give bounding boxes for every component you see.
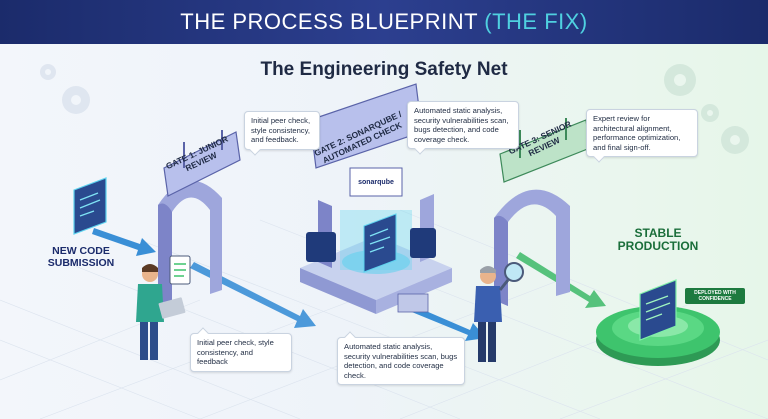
title-banner: THE PROCESS BLUEPRINT (THE FIX) [0, 0, 768, 44]
gear-icon [40, 64, 90, 114]
junior-reviewer-figure [136, 255, 191, 360]
banner-title-accent: (THE FIX) [484, 9, 588, 34]
gate-1-callout: Initial peer check, style consistency, a… [244, 111, 320, 150]
stable-production-label: STABLE PRODUCTION [617, 226, 699, 253]
production-platform [596, 279, 720, 366]
gear-icon [664, 64, 749, 154]
gate-1-arch [158, 130, 241, 306]
sonarqube-logo: sonarqube [358, 179, 394, 186]
code-card-icon [363, 213, 397, 273]
diagram-subtitle: The Engineering Safety Net [260, 59, 508, 80]
deployed-badge: DEPLOYED WITH CONFIDENCE [685, 288, 745, 304]
submission-card-icon [73, 177, 107, 235]
banner-title: THE PROCESS BLUEPRINT (THE FIX) [180, 9, 588, 35]
automated-floor-callout: Automated static analysis, security vuln… [337, 337, 465, 386]
gate-3-callout: Expert review for architectural alignmen… [586, 109, 698, 158]
banner-title-main: THE PROCESS BLUEPRINT [180, 9, 485, 34]
new-code-label: NEW CODE SUBMISSION [47, 245, 115, 269]
gate-2-callout: Automated static analysis, security vuln… [407, 101, 519, 150]
junior-floor-callout: Initial peer check, style consistency, a… [190, 333, 292, 372]
senior-reviewer-figure [474, 262, 524, 362]
magnifier-icon [504, 262, 524, 282]
